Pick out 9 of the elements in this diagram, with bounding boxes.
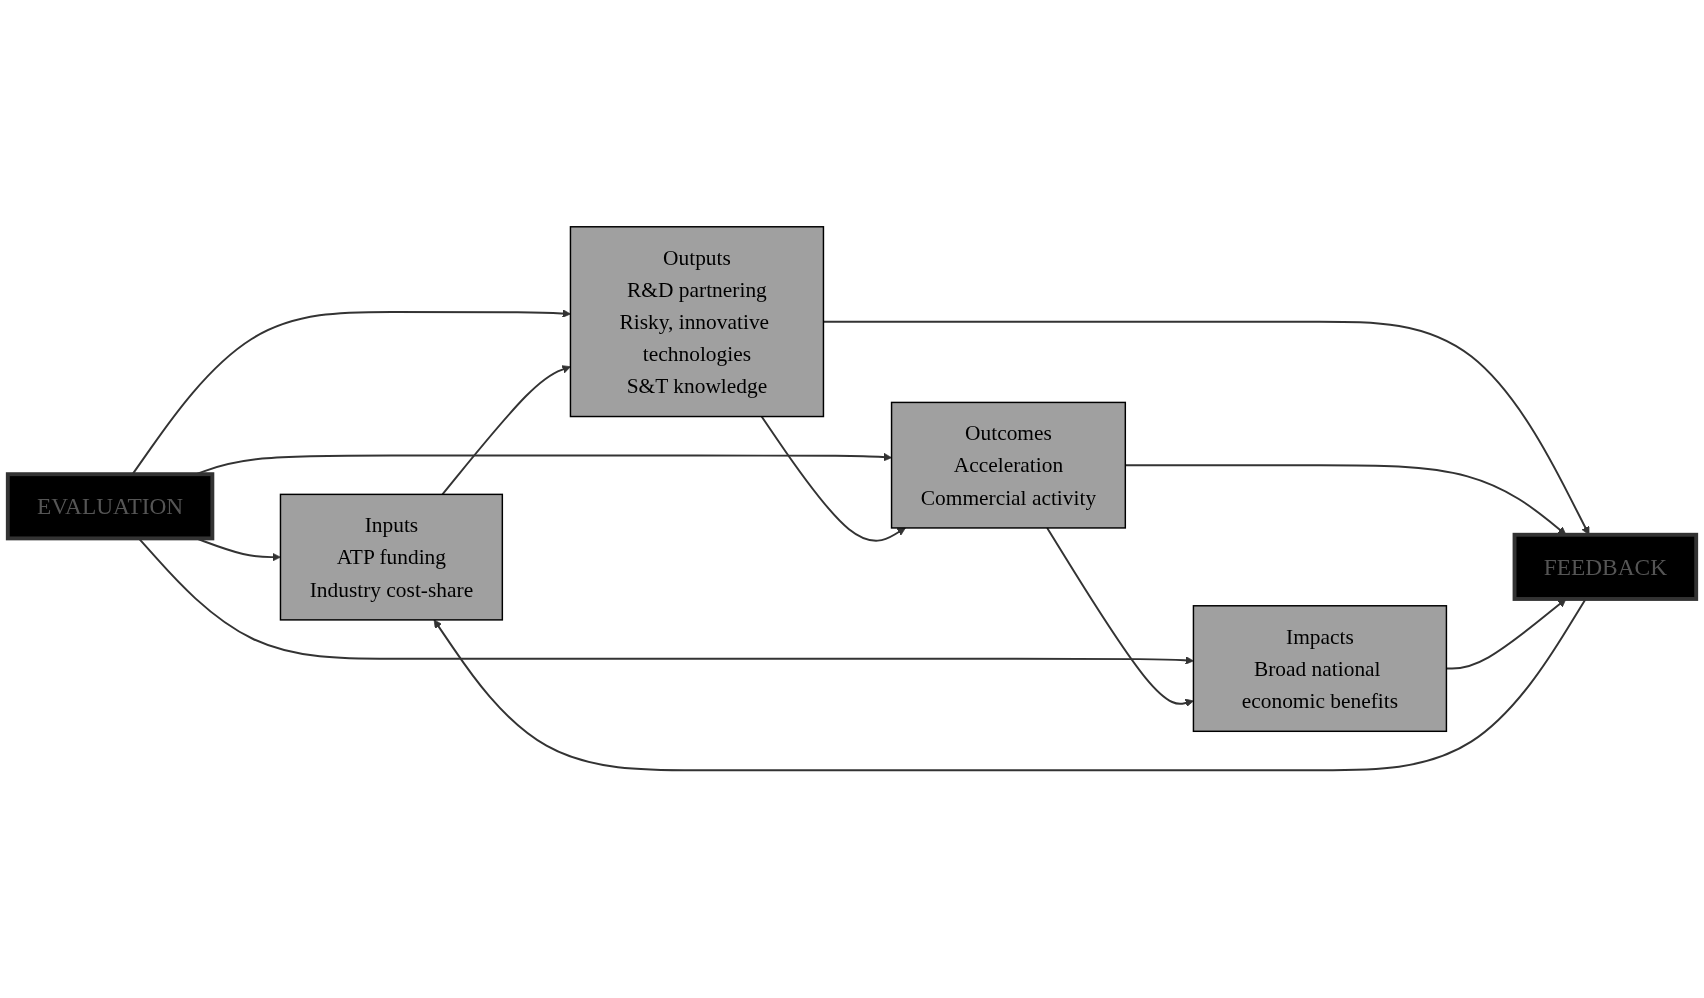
node-box: Outputs R&D partnering Risky, innovative technologies S&T knowledge: [569, 226, 825, 418]
node-box: EVALUATION: [5, 472, 215, 541]
arrow: [1046, 527, 1194, 708]
arrow: [441, 365, 571, 496]
node-box: Inputs ATP funding Industry cost-share: [279, 494, 504, 622]
node-box: Outcomes Acceleration Commercial activity: [890, 402, 1127, 530]
node-box: Impacts Broad national economic benefits: [1192, 605, 1448, 733]
arrow: [760, 416, 906, 543]
node-box: FEEDBACK: [1512, 533, 1699, 602]
